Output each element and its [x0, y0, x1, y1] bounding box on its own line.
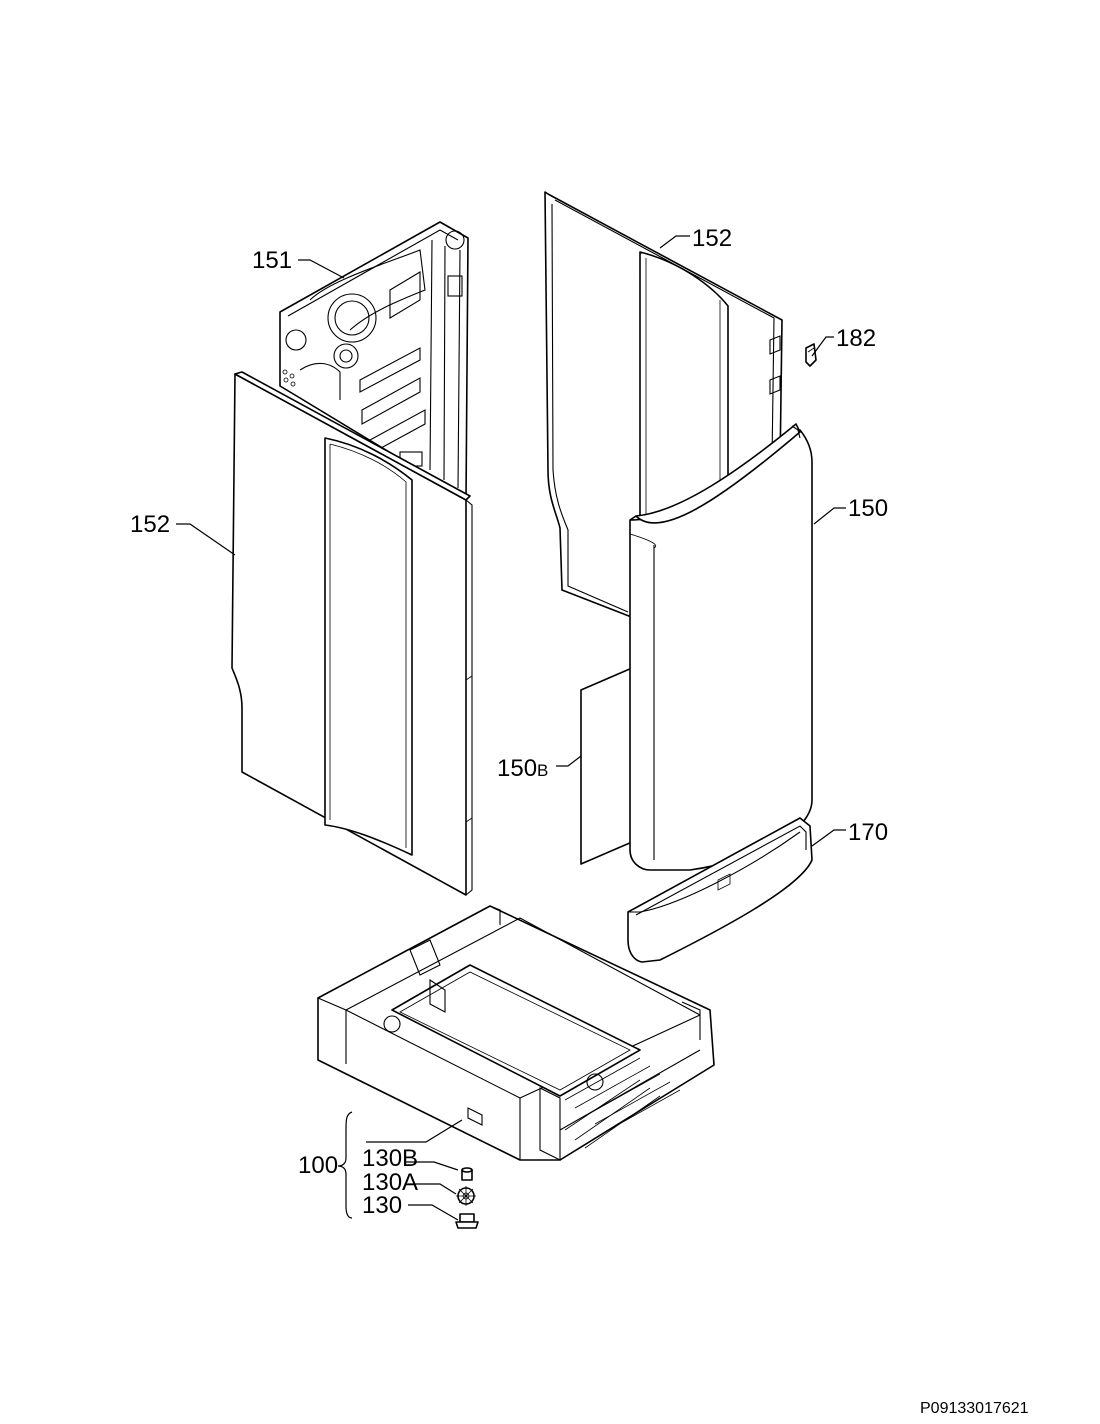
plinth-cover-170	[627, 817, 813, 963]
front-panel-150	[629, 423, 813, 871]
label-150: 150	[848, 495, 888, 522]
label-151: 151	[252, 247, 292, 274]
label-150B: 150B	[497, 755, 548, 782]
leader-lines	[176, 235, 846, 1221]
foot-nut-130A	[456, 1186, 476, 1206]
document-id: P09133017621	[920, 1400, 1029, 1417]
label-152-left: 152	[130, 511, 170, 538]
label-182: 182	[836, 325, 876, 352]
side-panel-152-left	[231, 371, 473, 896]
label-100: 100	[298, 1152, 338, 1179]
clip-182	[805, 343, 817, 367]
base-frame-100	[317, 905, 715, 1161]
front-insulation-150B	[580, 667, 633, 865]
foot-130	[455, 1213, 479, 1229]
label-130: 130	[362, 1192, 402, 1219]
label-150B-suffix: B	[537, 761, 548, 780]
label-170: 170	[848, 819, 888, 846]
label-152-right: 152	[692, 225, 732, 252]
side-panel-152-right	[544, 191, 783, 619]
label-150B-number: 150	[497, 755, 537, 782]
label-130A: 130A	[362, 1169, 418, 1196]
label-130B: 130B	[362, 1145, 418, 1172]
foot-lock-130B	[461, 1167, 473, 1181]
